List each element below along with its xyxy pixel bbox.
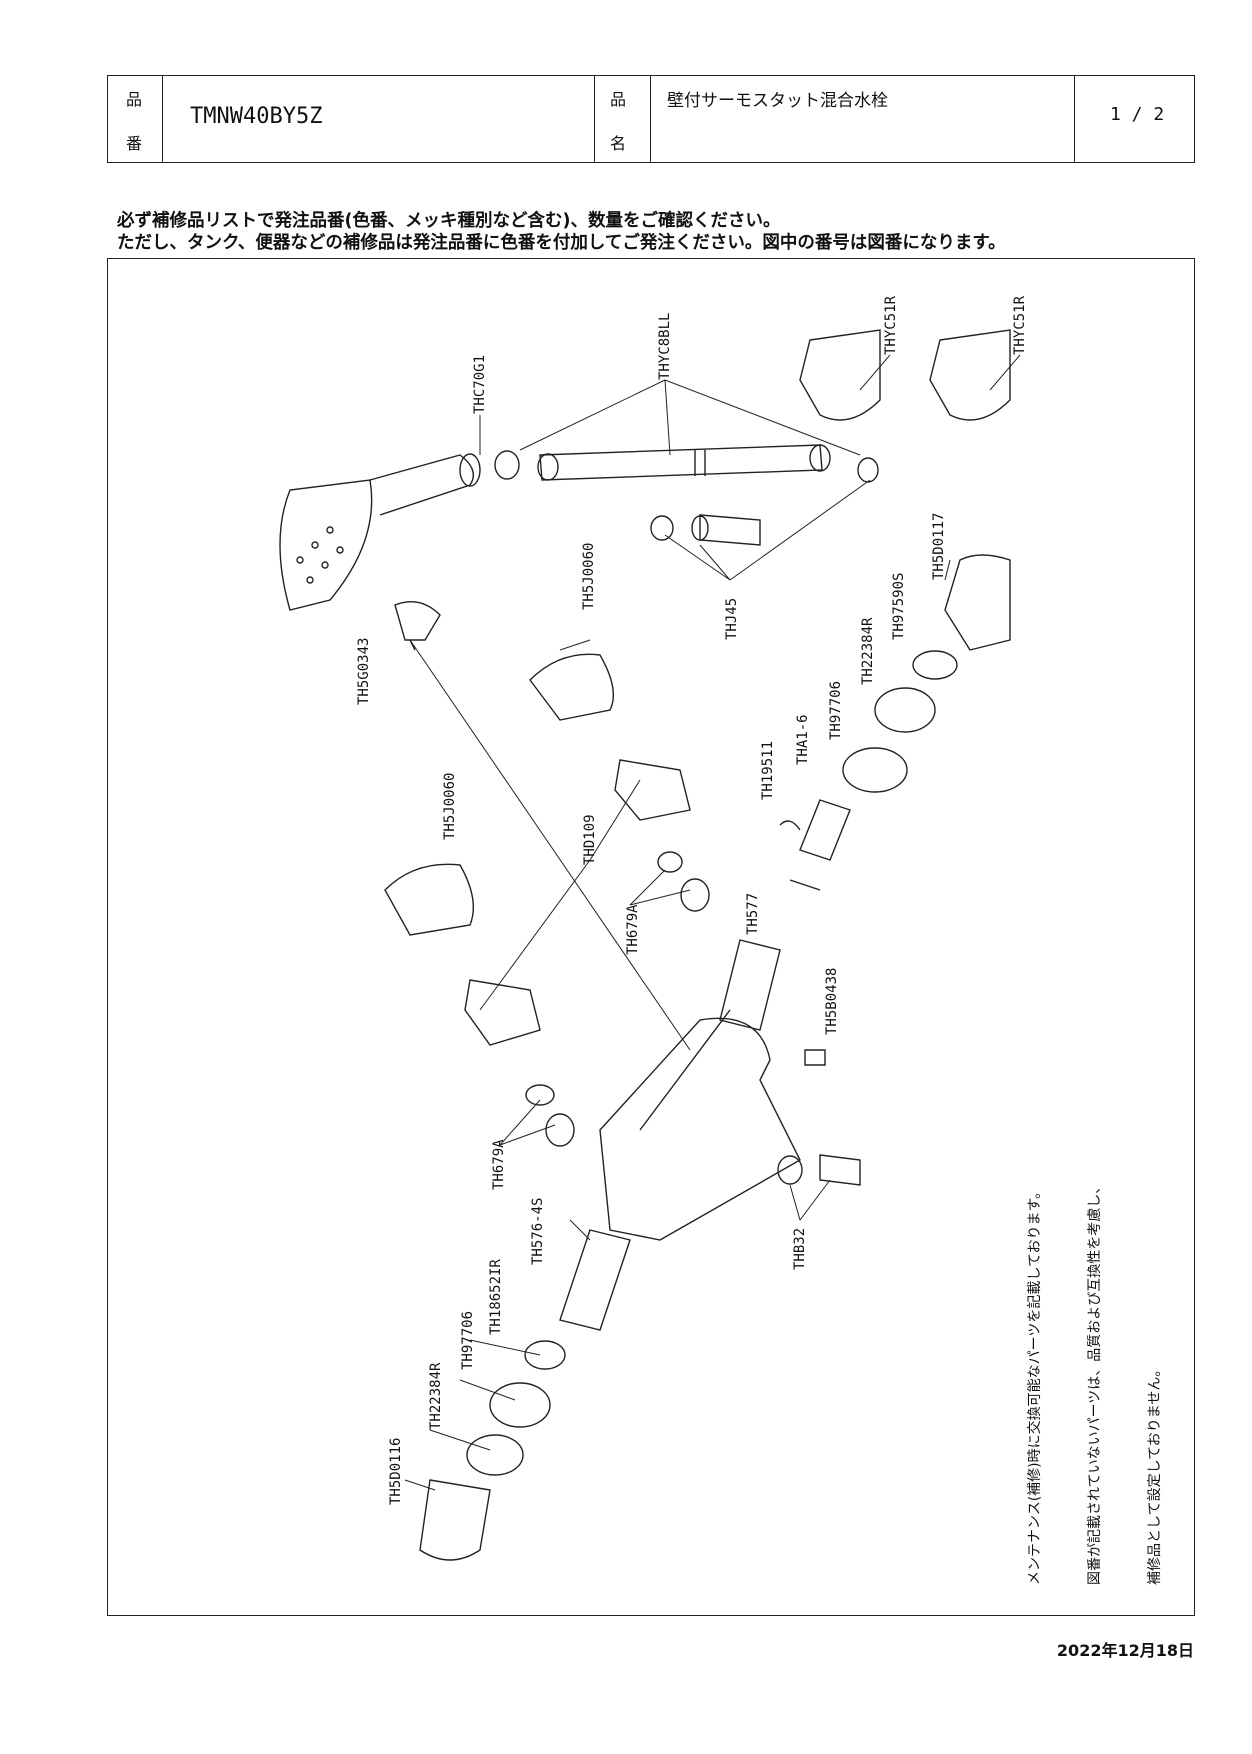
document-date: 2022年12月18日 (1056, 1641, 1194, 1660)
order-note-line: ただし、タンク、便器などの補修品は発注品番に色番を付加してご発注ください。図中の… (117, 233, 1006, 253)
part-label: THB32 (792, 1228, 808, 1270)
part-label: TH22384R (428, 1362, 444, 1430)
part-label: TH577 (745, 893, 761, 935)
part-label: TH97706 (460, 1311, 476, 1370)
part-label: TH5J0060 (442, 773, 458, 840)
part-label: TH5D0116 (388, 1438, 404, 1505)
part-label: TH18652IR (488, 1259, 504, 1335)
part-label: TH97590S (891, 573, 907, 640)
part-label: TH576-4S (530, 1198, 546, 1265)
part-label: TH19511 (760, 741, 776, 800)
page-number: 1 / 2 (1110, 104, 1165, 125)
maintenance-note-line: 図番が記載されていないパーツは、品質および互換性を考慮し、 (1087, 1179, 1103, 1585)
elbow-fitting-drawing (614, 759, 691, 821)
part-label: THYC51R (883, 295, 899, 355)
part-label: THJ45 (724, 598, 740, 640)
cover-drawing (384, 863, 475, 936)
maintenance-note-line: メンテナンス(補修)時に交換可能なパーツを記載しております。 (1027, 1184, 1043, 1585)
part-label: TH22384R (860, 617, 876, 685)
elbow-fitting-drawing (464, 979, 541, 1046)
title-block (107, 75, 1195, 163)
part-label: TH97706 (828, 681, 844, 740)
hinban-label-1: 品 (126, 90, 143, 109)
part-label: TH5J0060 (581, 543, 597, 610)
maintenance-note-line: 補修品として設定しておりません。 (1147, 1362, 1163, 1585)
order-note-line: 必ず補修品リストで発注品番(色番、メッキ種別など含む)、数量をご確認ください。 (117, 211, 781, 231)
hinmei-label-2: 名 (610, 134, 627, 153)
part-label: THYC51R (1012, 295, 1028, 355)
shower-head-drawing (279, 453, 481, 611)
part-label: THC70G1 (472, 355, 488, 414)
hinmei-label-1: 品 (610, 90, 627, 109)
leader-lines (404, 354, 1021, 1491)
faucet-body-drawing (599, 1017, 801, 1241)
handle-drawing (944, 554, 1011, 651)
elbow-drawing (394, 601, 441, 651)
part-label: THYC8BLL (657, 313, 673, 380)
part-label: THA1-6 (795, 714, 811, 765)
adapter-drawing (650, 514, 761, 546)
valve-drawing (719, 939, 781, 1031)
part-label: TH679A (625, 904, 641, 955)
hinban-label-2: 番 (126, 134, 143, 153)
part-label: TH5G0343 (356, 638, 372, 705)
part-label: TH5D0117 (931, 513, 947, 580)
exploded-diagram-frame (107, 258, 1195, 1616)
product-code: TMNW40BY5Z (190, 104, 323, 129)
part-label: TH679A (491, 1139, 507, 1190)
hanger-drawings (799, 329, 1011, 421)
product-name: 壁付サーモスタット混合水栓 (667, 91, 888, 111)
part-label: TH5B0438 (824, 968, 840, 1035)
maintenance-note: メンテナンス(補修)時に交換可能なパーツを記載しております。 図番が記載されてい… (985, 1180, 1185, 1585)
order-notes: 必ず補修品リストで発注品番(色番、メッキ種別など含む)、数量をご確認ください。 … (117, 210, 1006, 254)
cartridge-drawing (799, 799, 851, 861)
cartridge-drawing (559, 1229, 631, 1331)
handle-drawing (419, 1479, 491, 1561)
hose-drawing (494, 444, 879, 483)
part-label: THD109 (582, 814, 598, 865)
cover-drawing (529, 653, 614, 721)
